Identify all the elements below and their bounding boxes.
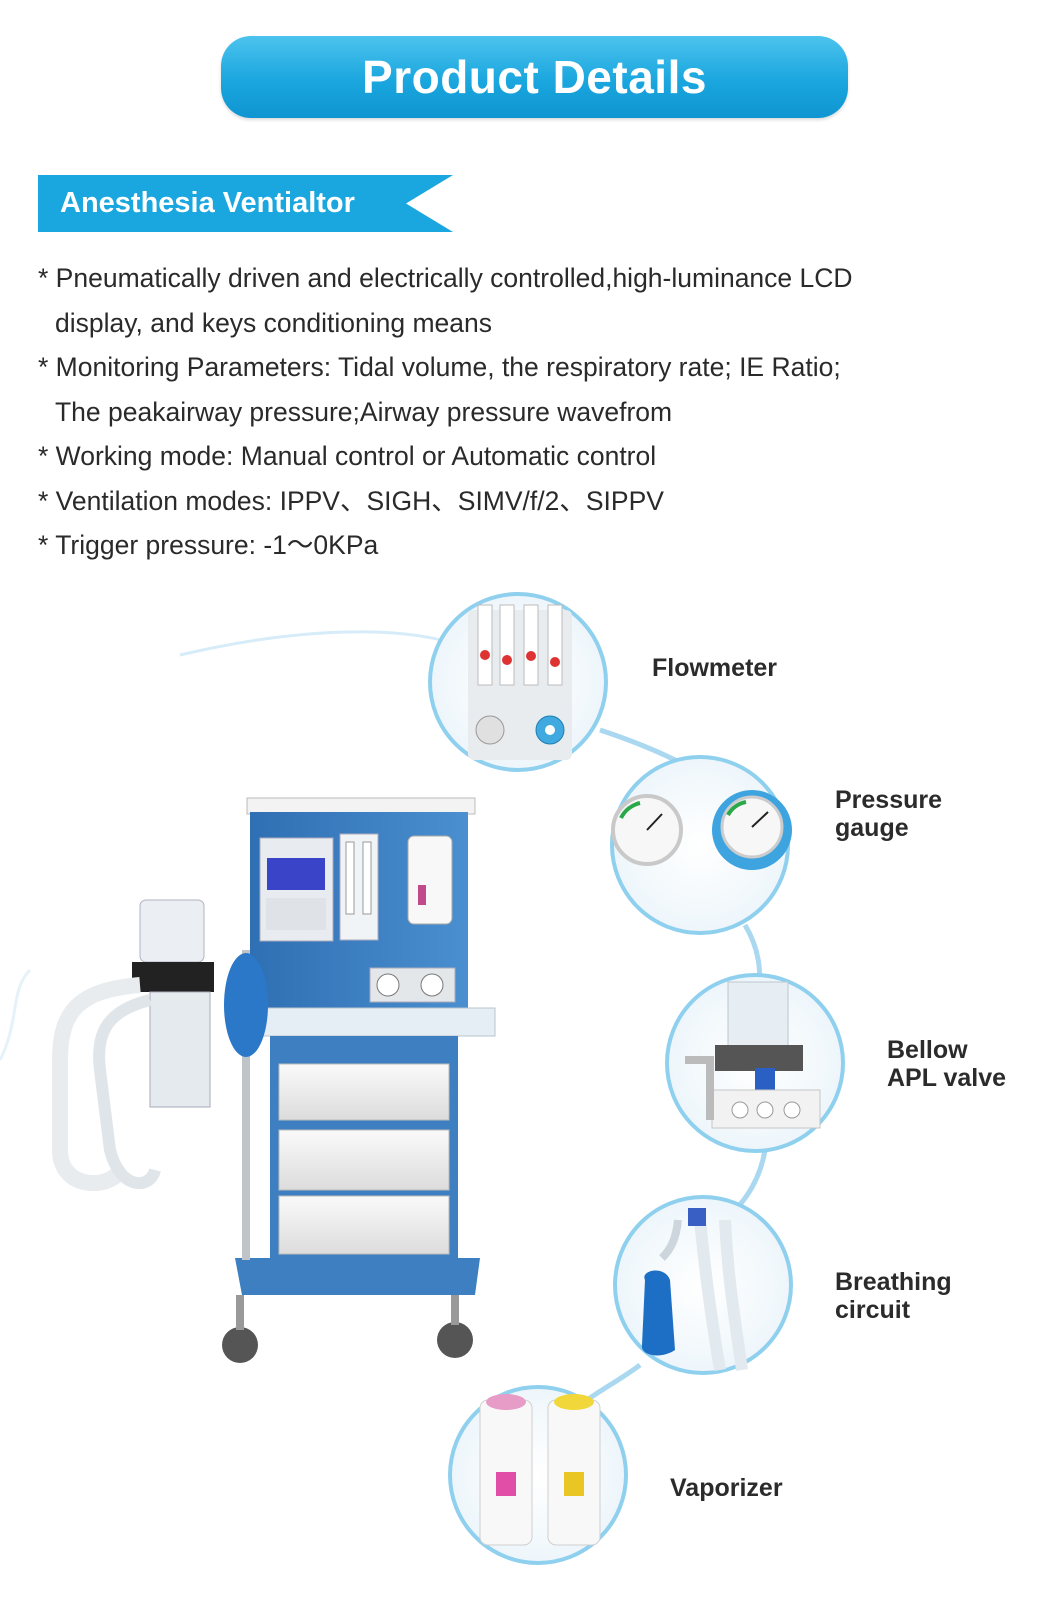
product-illustration: Flowmeter Pressure gauge Bellow APL valv… [0, 590, 1060, 1612]
pressure-gauge-label: Pressure gauge [835, 786, 943, 842]
feature-item: * Working mode: Manual control or Automa… [38, 441, 657, 471]
feature-item: * Monitoring Parameters: Tidal volume, t… [38, 352, 841, 382]
anesthesia-machine [52, 797, 496, 1363]
section-heading: Anesthesia Ventialtor [38, 175, 453, 232]
machine-and-parts-illustration [0, 592, 845, 1565]
bellow-apl-valve-detail [665, 973, 845, 1153]
vaporizer-label: Vaporizer [670, 1474, 783, 1502]
section-title: Anesthesia Ventialtor [60, 187, 355, 219]
flowmeter-detail [428, 592, 608, 772]
flowmeter-label: Flowmeter [652, 654, 778, 682]
breathing-circuit-label: Breathing circuit [835, 1268, 952, 1324]
pressure-gauge-detail [610, 755, 792, 935]
bellow-apl-valve-label: Bellow APL valve [887, 1036, 1007, 1092]
feature-item: * Trigger pressure: -1～0KPa [38, 530, 379, 560]
feature-item-continued: The peakairway pressure;Airway pressure … [55, 396, 673, 427]
section-heading-tab [38, 175, 453, 232]
vaporizer-detail [448, 1385, 628, 1565]
product-details-banner: Product Details [221, 36, 848, 118]
feature-item: * Pneumatically driven and electrically … [38, 263, 853, 293]
feature-item: * Ventilation modes: IPPV、SIGH、SIMV/f/2、… [38, 485, 664, 516]
banner-title: Product Details [362, 51, 707, 103]
breathing-circuit-detail [613, 1195, 793, 1375]
feature-item-continued: display, and keys conditioning means [55, 307, 493, 338]
feature-list: * Pneumatically driven and electrically … [38, 256, 1038, 568]
